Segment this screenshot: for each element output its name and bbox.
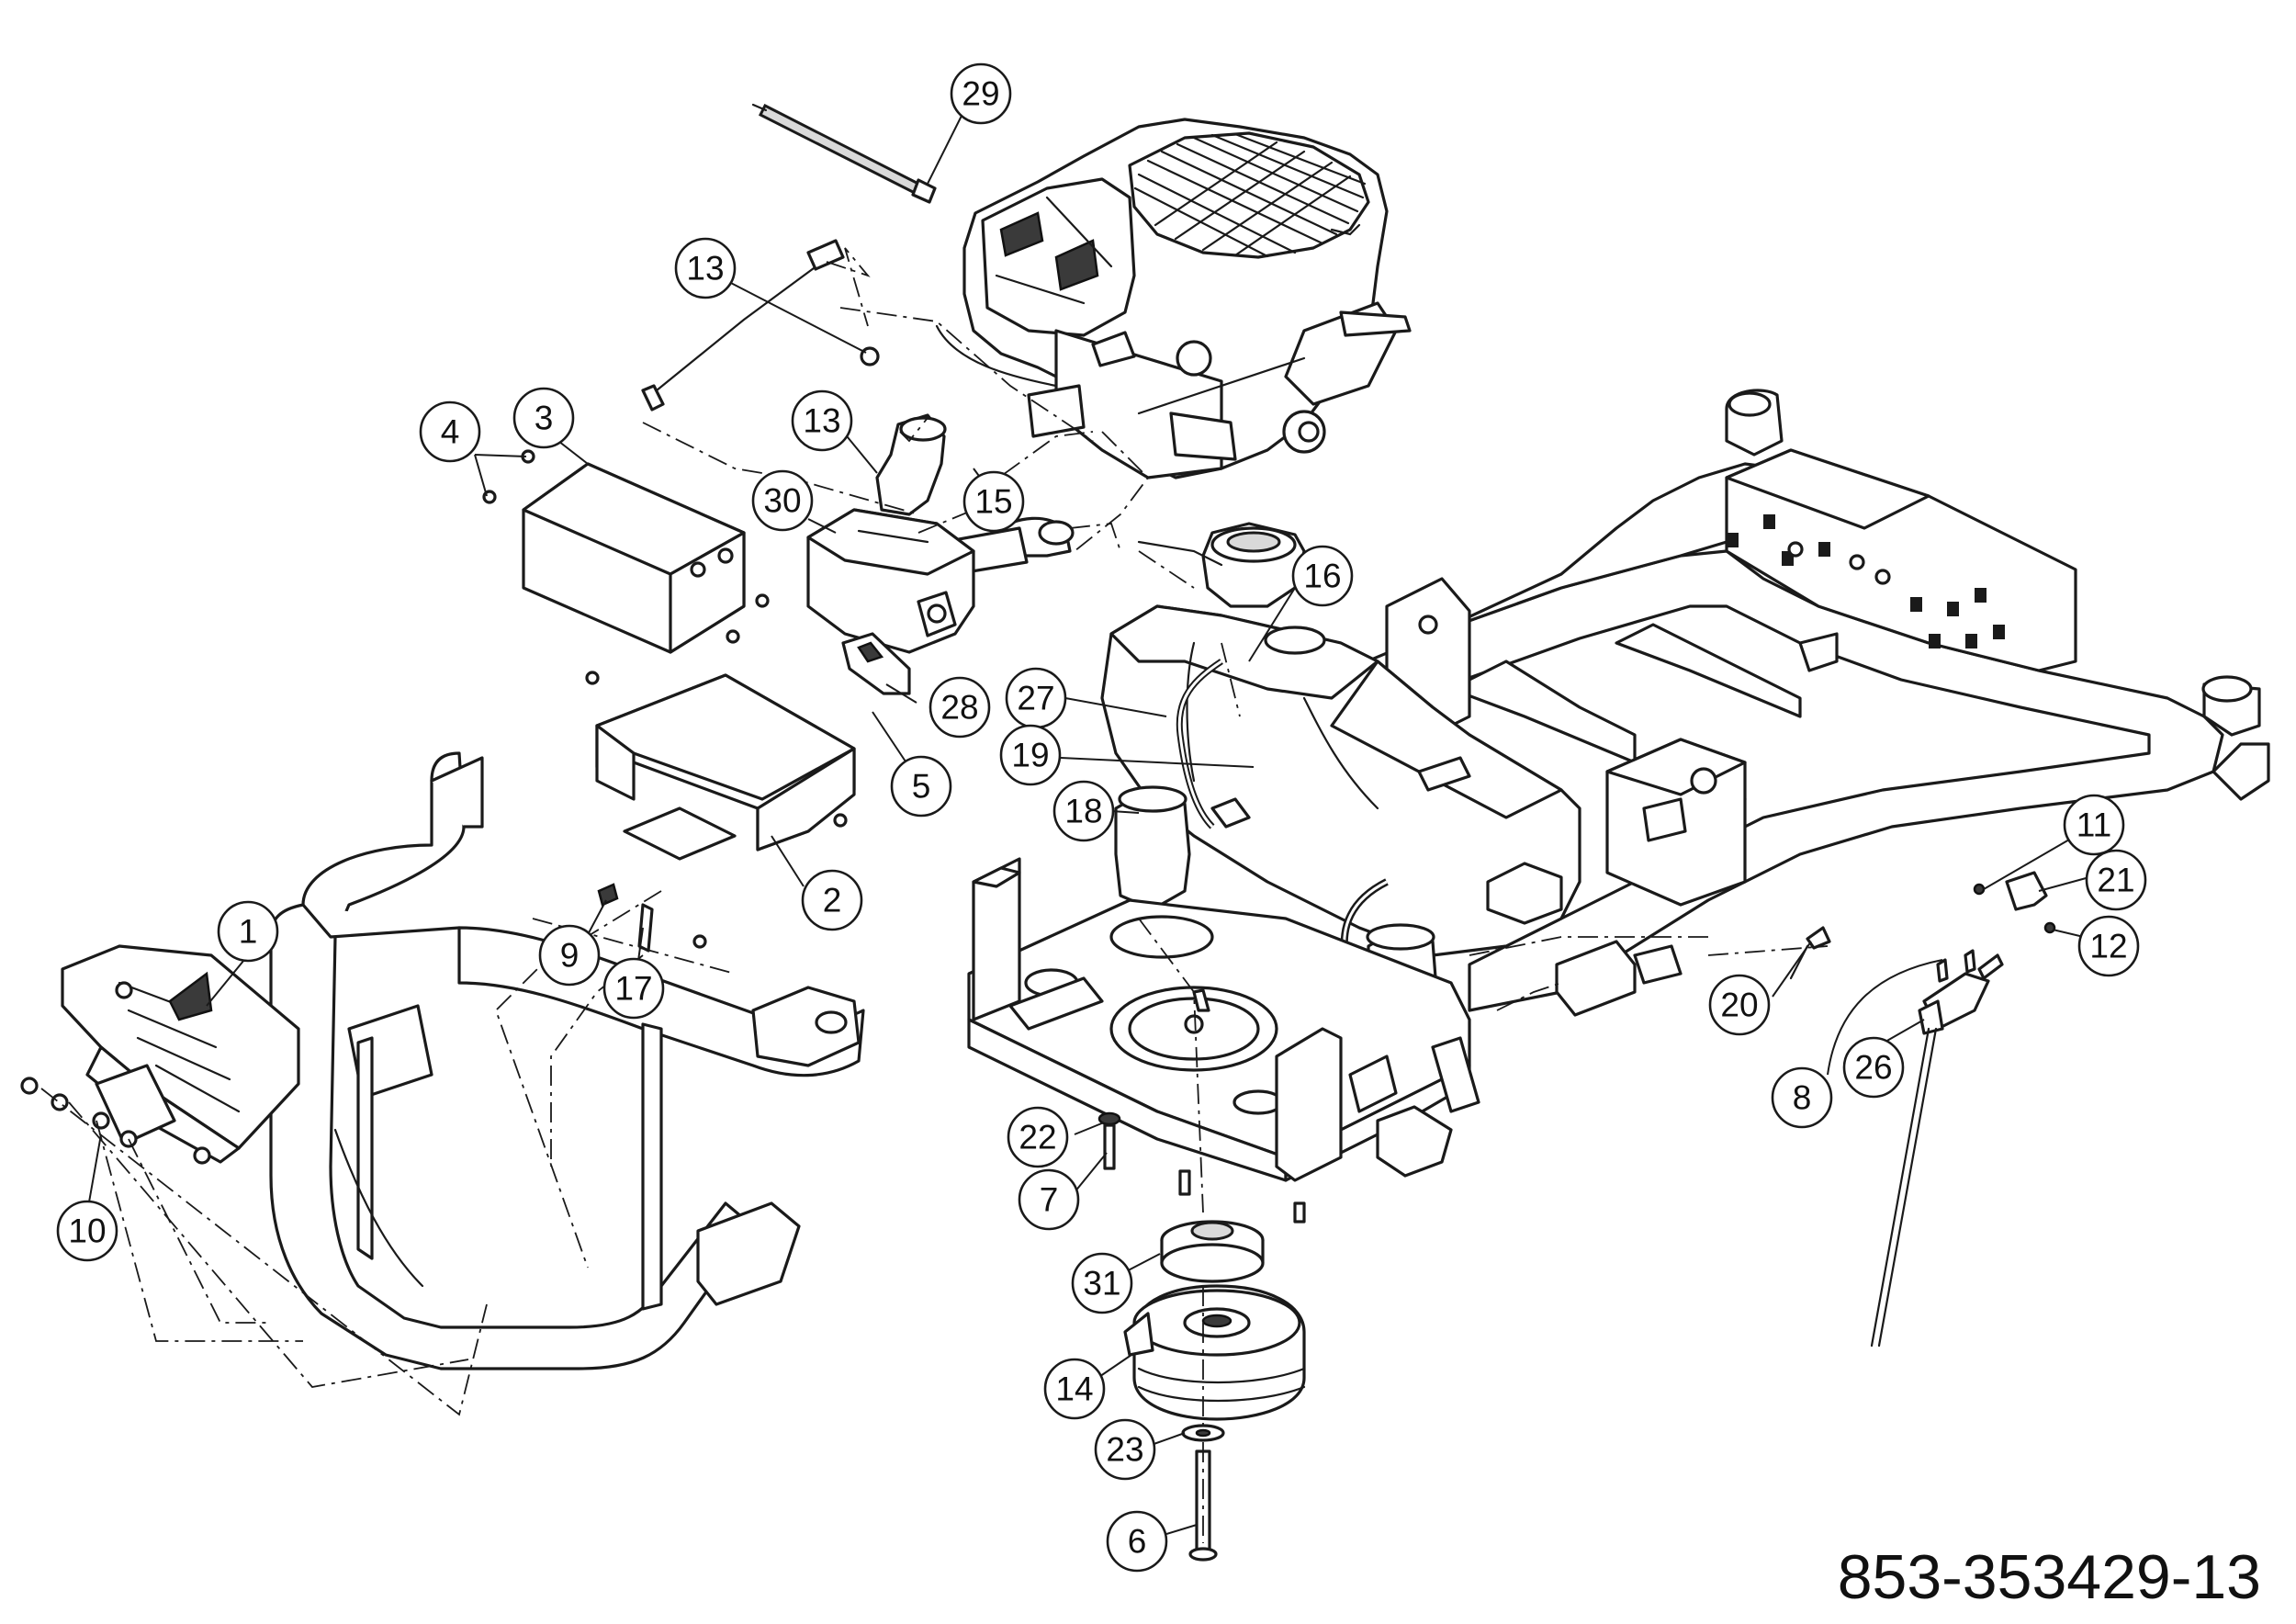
callout-18[interactable]: 18 [1052,780,1115,842]
callout-6[interactable]: 6 [1106,1510,1168,1573]
callout-4[interactable]: 4 [419,400,481,463]
guard-2 [585,671,856,949]
callout-9[interactable]: 9 [538,924,601,987]
callout-10[interactable]: 10 [56,1200,118,1262]
svg-text:18: 18 [1064,793,1102,830]
callout-17[interactable]: 17 [602,957,665,1020]
callout-26[interactable]: 26 [1842,1036,1905,1099]
callout-15[interactable]: 15 [962,470,1025,533]
svg-text:6: 6 [1128,1523,1147,1561]
cable-29 [751,103,937,204]
muffler-30 [806,508,975,654]
callout-bubbles: 29 13 13 4 3 15 30 16 27 28 19 5 18 2 1 … [56,62,2147,1573]
svg-text:5: 5 [912,768,931,806]
svg-text:31: 31 [1083,1265,1120,1303]
hardware-9-17 [597,883,654,953]
bracket-28 [841,632,911,695]
washer-23 [1181,1424,1225,1442]
callout-28[interactable]: 28 [929,676,991,739]
callout-21[interactable]: 21 [2085,849,2147,911]
svg-text:4: 4 [441,413,460,451]
svg-text:23: 23 [1106,1431,1143,1469]
svg-text:10: 10 [68,1212,106,1250]
svg-text:2: 2 [823,882,842,919]
callout-30[interactable]: 30 [751,469,814,532]
svg-text:30: 30 [763,482,801,520]
callout-22[interactable]: 22 [1007,1106,1069,1168]
svg-text:14: 14 [1055,1370,1093,1408]
callout-16[interactable]: 16 [1291,545,1354,607]
bolt-6 [1188,1449,1218,1562]
heat-shield-3 [482,449,770,654]
svg-text:1: 1 [239,913,258,951]
svg-text:15: 15 [974,483,1012,521]
engine [935,118,1412,479]
callout-13-upper[interactable]: 13 [674,237,737,299]
callout-19[interactable]: 19 [999,724,1062,786]
deck-plate [967,857,1480,1182]
callout-31[interactable]: 31 [1071,1252,1133,1314]
callout-13-lower[interactable]: 13 [791,389,853,452]
svg-text:27: 27 [1017,680,1054,717]
parts-right [1789,871,2056,1348]
svg-text:11: 11 [2077,806,2111,844]
platform-1 [20,944,300,1165]
callout-20[interactable]: 20 [1708,974,1771,1036]
svg-text:7: 7 [1040,1181,1059,1219]
assembly-lines [40,247,1829,1543]
callout-3[interactable]: 3 [512,387,575,449]
callout-1[interactable]: 1 [217,900,279,963]
callout-8[interactable]: 8 [1771,1066,1833,1129]
svg-text:21: 21 [2097,862,2134,899]
callout-27[interactable]: 27 [1005,667,1067,729]
svg-text:28: 28 [940,689,978,727]
pulley-31 [1160,1220,1265,1283]
svg-text:13: 13 [803,402,840,440]
callout-23[interactable]: 23 [1094,1418,1156,1481]
svg-text:26: 26 [1854,1049,1892,1087]
bolts-7-22 [1097,1111,1306,1224]
svg-text:16: 16 [1303,558,1341,595]
clutch-14 [1123,1284,1306,1421]
svg-text:12: 12 [2089,928,2127,965]
callout-7[interactable]: 7 [1018,1168,1080,1231]
callout-2[interactable]: 2 [801,869,863,931]
svg-text:19: 19 [1011,737,1049,774]
drawing-number: 853-353429-13 [1837,1542,2261,1612]
svg-text:13: 13 [686,250,724,288]
callout-11[interactable]: 11 [2063,794,2125,856]
svg-text:17: 17 [614,970,652,1008]
svg-text:8: 8 [1793,1079,1812,1117]
rollover-frame [269,751,865,1370]
callout-12[interactable]: 12 [2077,915,2140,977]
callout-14[interactable]: 14 [1043,1358,1106,1420]
svg-text:3: 3 [535,400,554,437]
svg-text:20: 20 [1720,987,1758,1024]
svg-text:22: 22 [1019,1119,1056,1156]
svg-text:9: 9 [560,937,580,975]
svg-text:29: 29 [962,75,999,113]
callout-5[interactable]: 5 [890,755,952,818]
callout-29[interactable]: 29 [950,62,1012,125]
fuel-tank [1100,522,1581,957]
